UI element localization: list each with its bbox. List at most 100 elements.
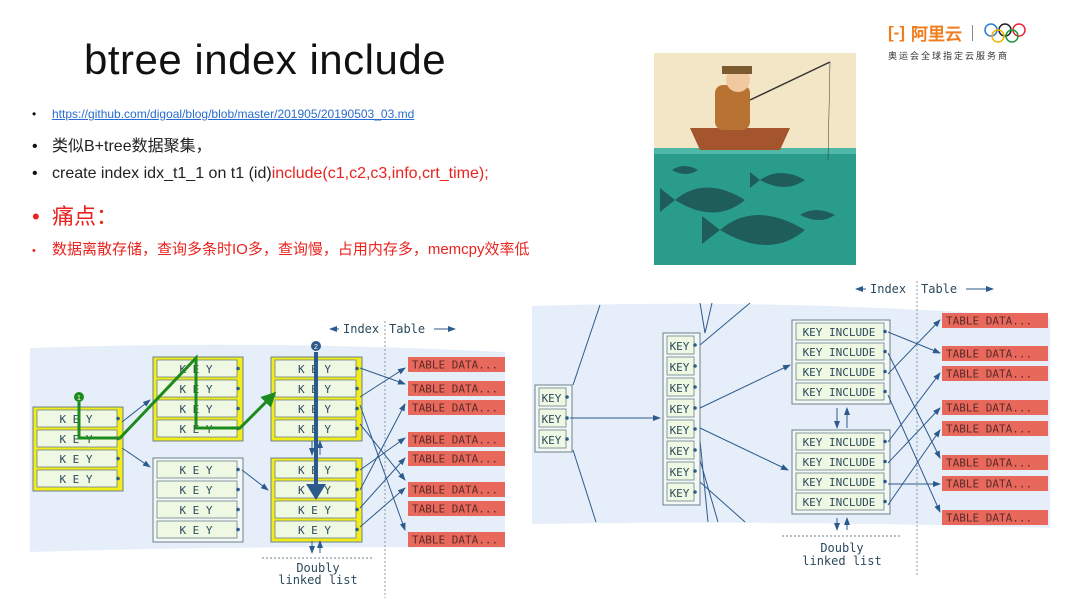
tree-pointer bbox=[121, 399, 151, 423]
tree-edges bbox=[572, 302, 751, 523]
olympic-rings-icon bbox=[984, 22, 1026, 43]
doubly-label: Doubly bbox=[820, 541, 863, 555]
index-entry-label: KEY bbox=[670, 382, 690, 395]
table-data-label: TABLE DATA... bbox=[412, 503, 498, 516]
pointer-dot bbox=[236, 366, 240, 371]
index-entry-label: KEY bbox=[670, 340, 690, 353]
table-data-row bbox=[942, 313, 1048, 328]
table-data-label: TABLE DATA... bbox=[946, 457, 1032, 470]
step-2-label: 2 bbox=[314, 344, 318, 351]
aliyun-brand-text: 阿里云 bbox=[910, 25, 962, 44]
pointer-dot bbox=[236, 386, 240, 391]
table-data-label: TABLE DATA... bbox=[946, 402, 1032, 415]
table-data-row bbox=[942, 366, 1048, 381]
pointer-dot bbox=[883, 369, 887, 374]
table-pointer bbox=[887, 352, 941, 459]
table-pointer bbox=[359, 367, 406, 398]
bullet-link: •https://github.com/digoal/blog/blob/mas… bbox=[32, 107, 414, 121]
table-pointer bbox=[359, 367, 406, 385]
index-entry-label: K E Y bbox=[59, 433, 92, 446]
tree-pointer bbox=[699, 427, 789, 471]
sql-text: create index idx_t1_1 on t1 (id) bbox=[52, 165, 272, 182]
pain-text: 数据离散存储，查询多条时IO多，查询慢，占用内存多，memcpy效率低 bbox=[52, 241, 530, 258]
pointer-dot bbox=[883, 389, 887, 394]
index-entry-label: KEY INCLUDE bbox=[803, 456, 876, 469]
pointer-dot bbox=[693, 385, 697, 389]
pointer-dot bbox=[116, 456, 120, 461]
pointer-dot bbox=[883, 459, 887, 464]
table-data-label: TABLE DATA... bbox=[946, 315, 1032, 328]
table-data-label: TABLE DATA... bbox=[412, 453, 498, 466]
table-pointer bbox=[887, 407, 941, 464]
table-data-row bbox=[408, 451, 505, 466]
bullet-pain-heading: • 痛点： bbox=[32, 199, 118, 231]
pointer-dot bbox=[116, 416, 120, 421]
table-pointer bbox=[359, 437, 406, 471]
table-pointer bbox=[359, 487, 406, 528]
pointer-dot bbox=[693, 490, 697, 494]
index-entry-label: K E Y bbox=[59, 473, 92, 486]
linked-list-label: linked list bbox=[278, 573, 357, 587]
table-data-row bbox=[942, 455, 1048, 470]
table-data-label: TABLE DATA... bbox=[412, 383, 498, 396]
pointer-dot bbox=[236, 467, 240, 472]
pointer-dot bbox=[883, 439, 887, 444]
index-entry-label: KEY bbox=[670, 403, 690, 416]
index-entry-label: KEY bbox=[670, 361, 690, 374]
pointer-dot bbox=[236, 487, 240, 492]
table-pointer bbox=[359, 457, 406, 509]
diagram-background bbox=[30, 344, 505, 552]
index-entry-label: KEY bbox=[542, 434, 562, 447]
index-entry-label: K E Y bbox=[298, 504, 331, 517]
index-entry-label: K E Y bbox=[59, 413, 92, 426]
index-entry-label: K E Y bbox=[179, 484, 212, 497]
table-pointer bbox=[359, 403, 406, 491]
step-2-badge bbox=[311, 341, 321, 351]
aliyun-brand: [-] bbox=[888, 22, 905, 42]
tree-pointer bbox=[699, 364, 791, 409]
pointer-dot bbox=[693, 427, 697, 431]
logo-subtitle: 奥运会全球指定云服务商 bbox=[888, 51, 1010, 61]
table-data-row bbox=[408, 400, 505, 415]
pain-heading: 痛点： bbox=[52, 204, 119, 229]
github-link[interactable]: https://github.com/digoal/blog/blob/mast… bbox=[52, 107, 415, 121]
pointer-dot bbox=[693, 406, 697, 410]
index-label: Index bbox=[343, 322, 379, 336]
table-label: Table bbox=[389, 322, 425, 336]
pointer-dot bbox=[693, 343, 697, 347]
table-data-label: TABLE DATA... bbox=[412, 434, 498, 447]
index-entry-label: KEY bbox=[670, 424, 690, 437]
pointer-dot bbox=[565, 416, 569, 420]
pointer-dot bbox=[355, 527, 359, 532]
pointer-dot bbox=[355, 507, 359, 512]
search-path-arrow bbox=[77, 354, 277, 440]
index-label: Index bbox=[870, 282, 906, 296]
table-data-row bbox=[942, 476, 1048, 491]
table-data-row bbox=[942, 400, 1048, 415]
table-data-label: TABLE DATA... bbox=[412, 484, 498, 497]
step-1-badge bbox=[74, 392, 84, 402]
pointer-dot bbox=[236, 507, 240, 512]
index-entry-label: KEY INCLUDE bbox=[803, 436, 876, 449]
table-data-label: TABLE DATA... bbox=[412, 402, 498, 415]
table-data-label: TABLE DATA... bbox=[946, 348, 1032, 361]
bullet-dot: • bbox=[32, 204, 40, 229]
bullet-sql: •create index idx_t1_1 on t1 (id) includ… bbox=[32, 165, 489, 183]
index-entry-label: K E Y bbox=[298, 524, 331, 537]
index-entry-label: KEY INCLUDE bbox=[803, 496, 876, 509]
index-entry-label: KEY bbox=[542, 392, 562, 405]
pointer-dot bbox=[883, 349, 887, 354]
index-entry-label: KEY bbox=[542, 413, 562, 426]
tree-pointer bbox=[121, 447, 151, 468]
table-data-row bbox=[942, 421, 1048, 436]
table-data-row bbox=[942, 346, 1048, 361]
pointer-dot bbox=[693, 364, 697, 368]
table-data-row bbox=[408, 482, 505, 497]
table-pointer bbox=[887, 319, 941, 375]
step-1-label: 1 bbox=[77, 395, 81, 402]
bullet-dot: • bbox=[32, 138, 38, 155]
index-entry-label: K E Y bbox=[179, 464, 212, 477]
index-entry-label: K E Y bbox=[179, 504, 212, 517]
index-entry-label: KEY INCLUDE bbox=[803, 326, 876, 339]
